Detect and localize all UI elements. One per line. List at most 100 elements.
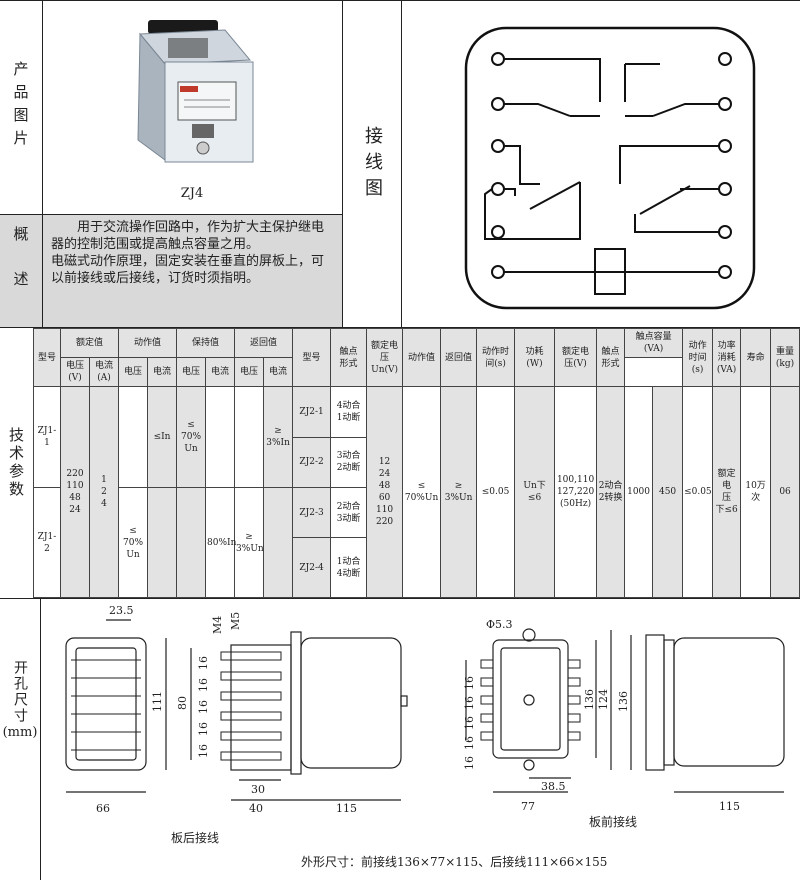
zj1-2-act-current	[147, 487, 178, 598]
zj2-act-value: ≤ 70%Un	[402, 386, 442, 598]
dim-136a: 136	[583, 689, 596, 710]
product-model: ZJ4	[180, 186, 204, 201]
top-section: 产品图片 ZJ4 概述 用于交流操作回路中，作为扩大主保护继电器的控制范围或提高…	[0, 0, 800, 328]
h-ret: 返回值	[234, 328, 294, 358]
dimension-label-text: 开孔尺寸	[12, 660, 28, 724]
zj1-currents: 1 2 4	[88, 386, 120, 598]
zj2-row-contacts: 4动合 1动断	[330, 386, 368, 438]
zj4-act-time: ≤0.05	[682, 386, 714, 598]
zj2-power: Un下 ≤6	[514, 386, 556, 598]
dim-66: 66	[96, 802, 110, 815]
h-contact-form: 触点 形式	[330, 327, 368, 388]
h-model2: 型号	[292, 327, 332, 388]
zj4-power: 额定电 压 下≤6	[712, 386, 742, 598]
wiring-diagram-label: 接线图	[362, 126, 383, 204]
h-hold-current: 电流	[205, 356, 236, 388]
product-image-label: 产品图片	[11, 61, 30, 153]
dim-38-5: 38.5	[541, 780, 566, 793]
h-act-current: 电流	[147, 356, 178, 388]
h-act-time: 动作时 间(s)	[476, 327, 516, 388]
zj4-life: 10万次	[740, 386, 772, 598]
dim-16: 16	[197, 744, 210, 758]
h-rated-voltage: 额定电 压(V)	[554, 327, 598, 388]
dim-30: 30	[251, 783, 265, 796]
h-power-consumption: 功率 消耗 (VA)	[712, 327, 742, 388]
dimension-unit: (mm)	[2, 725, 38, 740]
zj2-row-contacts: 1动合 4动断	[330, 537, 368, 598]
h-rated-un: 额定电 压Un(V)	[366, 327, 404, 388]
overview-text: 用于交流操作回路中，作为扩大主保护继电器的控制范围或提高触点容量之用。 电磁式动…	[43, 215, 342, 327]
zj1-1-ret-current: ≥ 3%In	[263, 386, 294, 489]
dim-phi: Φ5.3	[486, 618, 513, 631]
h-act-time2: 动作 时间 (s)	[682, 327, 714, 388]
zj1-2-ret-voltage: ≥ 3%Un	[234, 487, 265, 598]
zj1-1-act-voltage	[118, 386, 149, 489]
h-hold: 保持值	[176, 328, 236, 358]
zj2-row-model: ZJ2-4	[292, 537, 332, 598]
zj1-2-act-voltage: ≤ 70% Un	[118, 487, 149, 598]
h-model: 型号	[33, 327, 61, 388]
h-weight: 重量 (kg)	[770, 327, 800, 388]
dim-40: 40	[249, 802, 263, 815]
h-act-voltage: 电压	[118, 356, 149, 388]
dim-115a: 115	[336, 802, 357, 815]
dim-m4: M4	[211, 616, 224, 634]
overall-dimensions-footer: 外形尺寸：前接线136×77×115、后接线111×66×155	[301, 854, 607, 869]
zj4-weight: 06	[770, 386, 800, 598]
zj1-1-act-current: ≤In	[147, 386, 178, 489]
dim-23-5: 23.5	[109, 604, 134, 617]
zj2-row-model: ZJ2-2	[292, 436, 332, 489]
zj1-1-ret-voltage	[234, 386, 265, 489]
zj1-2-hold-current: 80%In	[205, 487, 236, 598]
zj1-1-hold-voltage: ≤ 70% Un	[176, 386, 207, 489]
zj2-row-model: ZJ2-3	[292, 487, 332, 539]
dim-136b: 136	[617, 691, 630, 712]
overview-label: 概述	[0, 215, 42, 327]
dim-16: 16	[463, 716, 476, 730]
zj1-voltages: 220 110 48 24	[60, 386, 90, 598]
dim-80: 80	[176, 696, 189, 710]
zj2-row-contacts: 3动合 2动断	[330, 436, 368, 489]
technical-params-label: 技术参数	[7, 427, 25, 499]
zj2-act-time: ≤0.05	[476, 386, 516, 598]
dim-16: 16	[197, 722, 210, 736]
zj4-contact-form: 2动合 2转换	[596, 386, 626, 598]
zj2-ret-value: ≥ 3%Un	[440, 386, 478, 598]
h-ret-voltage: 电压	[234, 356, 265, 388]
front-wiring-caption: 板前接线	[589, 814, 637, 829]
dim-16: 16	[463, 736, 476, 750]
zj2-rated-un: 12 24 48 60 110 220	[366, 386, 404, 598]
h-hold-voltage: 电压	[176, 356, 207, 388]
spec-table: 型号 额定值 动作值 保持值 返回值 型号 触点 形式 额定电 压Un(V) 动…	[33, 327, 800, 598]
dim-124: 124	[597, 689, 610, 710]
dim-16: 16	[463, 696, 476, 710]
dim-16: 16	[197, 700, 210, 714]
wiring-diagram	[464, 26, 756, 310]
dimension-drawings: 23.5 M4 M5 111 80 16 16 16 16 16 30 66 4…	[65, 604, 785, 869]
h-power: 功耗 (W)	[514, 327, 556, 388]
zj4-break: 450	[652, 386, 684, 598]
zj1-1-hold-current	[205, 386, 236, 489]
dimension-label: 开孔尺寸 (mm)	[0, 660, 40, 742]
h-act-value: 动作值	[402, 327, 442, 388]
zj1-2-ret-current	[263, 487, 294, 598]
h-act: 动作值	[118, 328, 178, 358]
zj4-rated-voltage: 100,110 127,220 (50Hz)	[554, 386, 598, 598]
dim-77: 77	[521, 800, 535, 813]
dim-16: 16	[463, 756, 476, 770]
zj4-make: 1000	[624, 386, 654, 598]
dim-16: 16	[463, 676, 476, 690]
zj1-2-hold-voltage	[176, 487, 207, 598]
relay-product-photo	[137, 20, 254, 163]
h-contact-form2: 触点 形式	[596, 327, 626, 388]
h-current-a: 电流 (A)	[88, 356, 120, 388]
h-ret-current: 电流	[263, 356, 294, 388]
h-contact-capacity: 触点容量 (VA)	[624, 328, 684, 358]
row1-model: ZJ1-1	[33, 386, 61, 489]
h-life: 寿命	[740, 327, 772, 388]
dim-16: 16	[197, 656, 210, 670]
zj2-row-model: ZJ2-1	[292, 386, 332, 438]
zj2-row-contacts: 2动合 3动断	[330, 487, 368, 539]
h-voltage-v: 电压 (V)	[60, 356, 90, 388]
dim-16: 16	[197, 678, 210, 692]
